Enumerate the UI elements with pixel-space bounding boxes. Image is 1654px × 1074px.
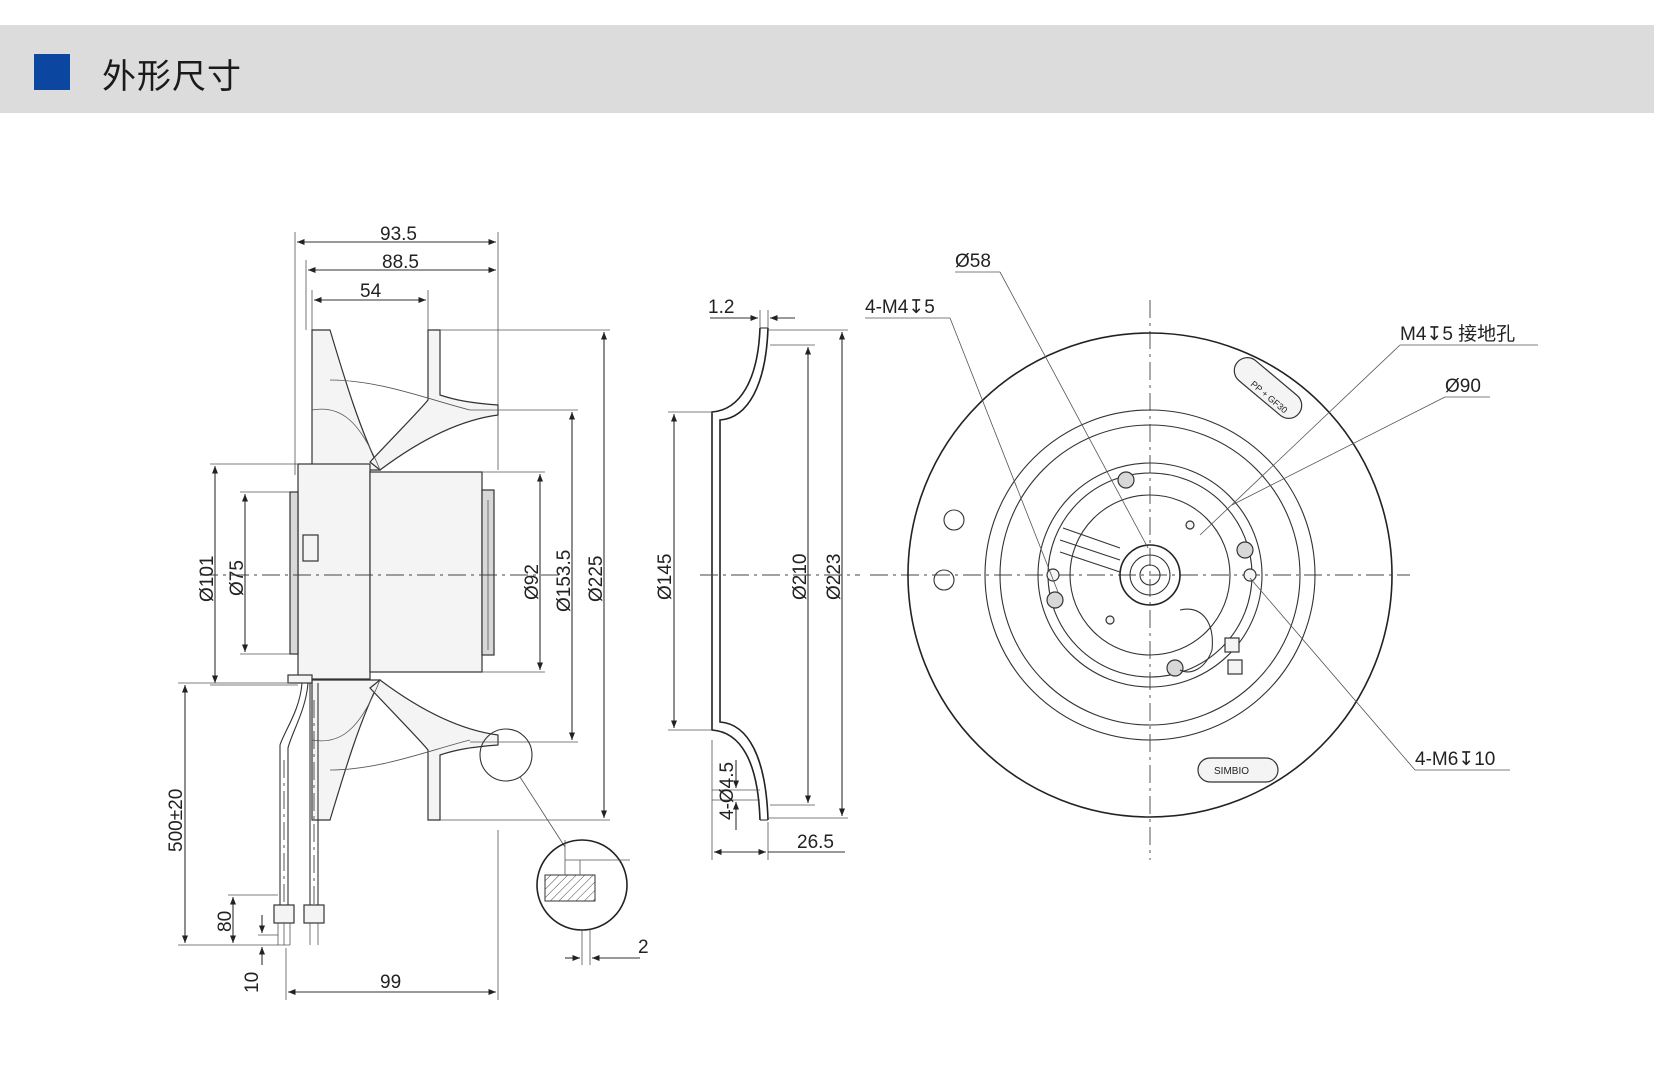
dim-99: 99 xyxy=(380,972,401,993)
dim-93-5: 93.5 xyxy=(380,224,417,245)
label-d90: Ø90 xyxy=(1445,376,1481,397)
dim-88-5: 88.5 xyxy=(382,252,419,273)
label-4-m4: 4-M4↧5 xyxy=(865,297,935,318)
dim-2: 2 xyxy=(638,937,649,958)
dim-d153-5: Ø153.5 xyxy=(554,550,575,612)
dim-54: 54 xyxy=(360,281,382,302)
dim-d92: Ø92 xyxy=(522,564,543,600)
section-header: 外形尺寸 xyxy=(0,25,1654,113)
dim-80: 80 xyxy=(215,911,236,932)
dim-26-5: 26.5 xyxy=(797,832,834,853)
dim-1-2: 1.2 xyxy=(708,297,734,318)
outer-ring xyxy=(907,332,1393,818)
dim-d75: Ø75 xyxy=(227,560,248,596)
section-title: 外形尺寸 xyxy=(102,57,242,97)
dim-4-d4-5: 4-Ø4.5 xyxy=(717,762,738,820)
ring-mark-simbio: SIMBIO xyxy=(1214,766,1249,777)
section-view: 1.2 Ø145 Ø210 Ø223 4-Ø4.5 26.5 xyxy=(655,297,860,860)
dim-d101: Ø101 xyxy=(197,556,218,602)
side-view: 93.5 88.5 54 Ø101 Ø75 xyxy=(166,224,649,1000)
dim-d145: Ø145 xyxy=(655,554,676,600)
dim-10: 10 xyxy=(242,972,263,993)
dim-d223: Ø223 xyxy=(824,554,845,600)
front-view: PP + GF30 SIMBIO Ø58 4-M4↧5 M4↧5 接地孔 Ø90… xyxy=(865,251,1538,860)
label-d58: Ø58 xyxy=(955,251,991,272)
dim-d225: Ø225 xyxy=(586,556,607,602)
dim-500: 500±20 xyxy=(166,789,187,852)
label-ground-hole: M4↧5 接地孔 xyxy=(1400,323,1515,345)
dim-d210: Ø210 xyxy=(790,554,811,600)
header-accent-square xyxy=(34,54,70,90)
label-4-m6: 4-M6↧10 xyxy=(1415,749,1495,770)
